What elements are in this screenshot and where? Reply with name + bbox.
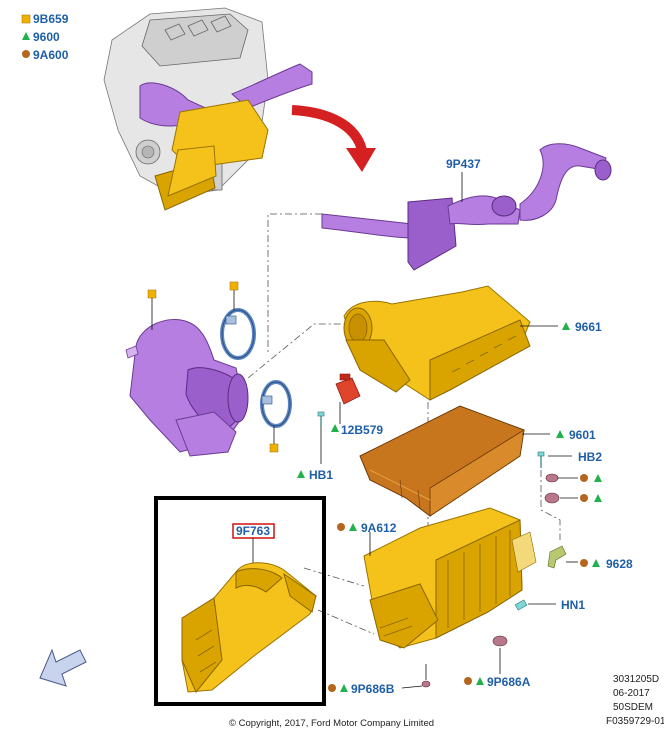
part-inlet-duct <box>125 318 249 457</box>
legend: 9B659 9600 9A600 <box>21 12 69 62</box>
engine-overview <box>103 7 313 211</box>
part-9f763-duct <box>181 562 317 693</box>
label-9f763: 9F763 <box>236 524 270 538</box>
label-9p686a: 9P686A <box>487 675 531 689</box>
part-12b579-sensor <box>335 373 361 405</box>
label-hb1: HB1 <box>309 468 333 482</box>
marker-clamp-lower-square-icon <box>269 443 279 453</box>
marker-9p686b-triangle-icon <box>340 684 348 692</box>
grommet-lower-icon <box>544 492 560 504</box>
marker-clamp-upper-square-icon <box>229 281 239 291</box>
highlight-frame <box>154 496 326 706</box>
label-12b579: 12B579 <box>341 423 383 437</box>
marker-9a612-circle-icon <box>337 523 345 531</box>
marker-9661-triangle-icon <box>562 322 570 330</box>
legend-code-square: 9B659 <box>33 12 69 26</box>
legend-square-icon <box>21 14 31 24</box>
label-hn1: HN1 <box>561 598 585 612</box>
marker-9p686a-circle-icon <box>464 677 472 685</box>
part-9661-cover <box>343 285 531 401</box>
clamp-upper-icon <box>220 308 256 360</box>
legend-code-circle: 9A600 <box>33 48 69 62</box>
copyright: © Copyright, 2017, Ford Motor Company Li… <box>229 718 434 729</box>
label-9661: 9661 <box>575 320 602 334</box>
label-9628: 9628 <box>606 557 633 571</box>
marker-9628-triangle-icon <box>592 559 600 567</box>
marker-9a612-triangle-icon <box>349 523 357 531</box>
callout-arrow-icon <box>291 105 376 172</box>
label-9f763-highlight <box>232 523 275 539</box>
grommet-9p686b-icon <box>421 680 431 688</box>
bolt-hb2-icon <box>537 451 545 468</box>
marker-duct-square-icon <box>147 289 157 299</box>
ref-line-4: F0359729-01 <box>606 716 664 727</box>
label-9a612: 9A612 <box>361 521 397 535</box>
marker-grommet-lower-triangle-icon <box>594 494 602 502</box>
marker-grommet-lower-circle-icon <box>580 494 588 502</box>
grommet-9p686a-icon <box>492 635 508 647</box>
marker-12b579-triangle-icon <box>331 424 339 432</box>
label-9p437: 9P437 <box>446 157 481 171</box>
part-9601-filter <box>359 405 525 517</box>
marker-9p686b-circle-icon <box>328 684 336 692</box>
marker-9601-triangle-icon <box>556 430 564 438</box>
clamp-lower-icon <box>260 380 292 428</box>
marker-9p686a-triangle-icon <box>476 677 484 685</box>
legend-triangle-icon <box>22 32 30 40</box>
part-9p437-tube <box>321 143 612 271</box>
marker-hb1-triangle-icon <box>297 470 305 478</box>
orientation-arrow-icon <box>39 648 87 687</box>
label-9p686b: 9P686B <box>351 682 395 696</box>
part-9a612-box <box>363 507 537 649</box>
marker-grommet-upper-circle-icon <box>580 474 588 482</box>
legend-circle-icon <box>22 50 30 58</box>
ref-line-2: 06-2017 <box>613 688 650 699</box>
marker-grommet-upper-triangle-icon <box>594 474 602 482</box>
nut-hn1-icon <box>514 599 528 611</box>
marker-9628-circle-icon <box>580 559 588 567</box>
legend-code-triangle: 9600 <box>33 30 60 44</box>
ref-line-1: 3031205D <box>613 674 659 685</box>
label-9601: 9601 <box>569 428 596 442</box>
grommet-upper-icon <box>545 473 559 483</box>
label-hb2: HB2 <box>578 450 602 464</box>
bolt-hb1-icon <box>317 411 325 426</box>
ref-line-3: 50SDEM <box>613 702 653 713</box>
bracket-9628-icon <box>547 545 567 569</box>
